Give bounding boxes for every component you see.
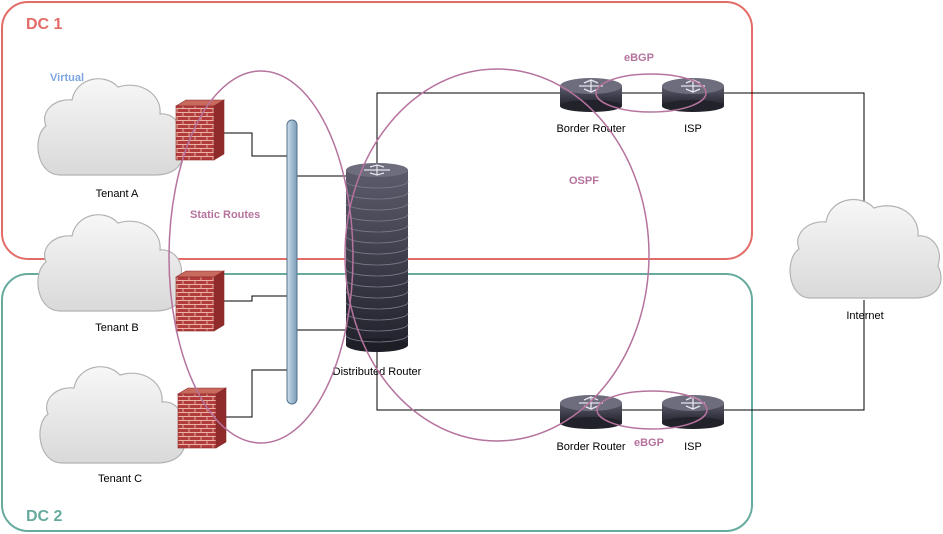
link-firewall-a-bus	[218, 132, 287, 157]
ebgp-top-label: eBGP	[624, 52, 654, 64]
virtual-switch-bus	[286, 119, 298, 405]
dc1-title: DC 1	[26, 16, 63, 33]
firewall-a	[174, 99, 226, 161]
tenant-b-label: Tenant B	[95, 322, 138, 334]
tenant-a: Tenant A	[37, 78, 184, 200]
firewall-c	[176, 387, 228, 449]
router-stack-layer	[345, 323, 409, 332]
isp-bottom: ISP	[662, 395, 724, 453]
ebgp-top-scope	[595, 73, 707, 113]
static-routes-label: Static Routes	[190, 209, 260, 221]
router-icon	[560, 78, 622, 112]
router-stack-layer	[345, 257, 409, 266]
firewall-b	[174, 270, 226, 332]
internet: Internet	[789, 199, 942, 322]
cloud-icon	[37, 78, 184, 176]
cloud-icon	[39, 366, 186, 464]
link-router-border-bottom	[376, 350, 560, 411]
ebgp-bottom-label: eBGP	[634, 437, 664, 449]
protocol-scopes	[168, 68, 708, 444]
router-icon	[662, 395, 724, 429]
internet-label: Internet	[846, 310, 883, 322]
router-stack-layer	[345, 301, 409, 310]
router-stack-layer	[345, 268, 409, 277]
virtual-label: Virtual	[50, 72, 84, 84]
router-icon	[364, 164, 390, 176]
ospf-label: OSPF	[569, 175, 599, 187]
tenant-a-label: Tenant A	[96, 188, 139, 200]
distributed-router	[345, 163, 409, 352]
cloud-icon	[789, 199, 942, 299]
isp-top: ISP	[662, 78, 724, 135]
connection-links	[218, 92, 865, 418]
router-stack-layer	[345, 246, 409, 255]
router-stack-layer	[345, 334, 409, 343]
ospf-scope	[344, 68, 650, 442]
link-isp-internet-bottom	[724, 300, 865, 411]
link-firewall-c-bus	[220, 369, 287, 418]
router-stack-base	[346, 338, 408, 352]
router-stack-layer	[345, 279, 409, 288]
router-stack-layer	[345, 191, 409, 200]
border-router-bottom-label: Border Router	[556, 441, 625, 453]
router-stack-layer	[345, 224, 409, 233]
border-router-top-label: Border Router	[556, 123, 625, 135]
static-routes-scope	[168, 70, 354, 444]
router-stack-body	[346, 170, 408, 345]
border-router-top: Border Router	[556, 78, 626, 135]
tenant-c-label: Tenant C	[98, 473, 142, 485]
distributed-router-label: Distributed Router	[333, 366, 422, 378]
tenant-c: Tenant C	[39, 366, 186, 485]
ebgp-bottom-scope	[596, 390, 708, 430]
isp-bottom-label: ISP	[684, 441, 702, 453]
router-stack-layer	[345, 235, 409, 244]
link-firewall-b-bus	[218, 295, 287, 302]
border-router-bottom: Border Router	[556, 395, 626, 453]
router-stack-layer	[345, 180, 409, 189]
router-icon	[662, 78, 724, 112]
dc2-title: DC 2	[26, 508, 63, 525]
link-isp-internet-top	[724, 92, 865, 208]
tenant-b: Tenant B	[37, 214, 184, 334]
cloud-icon	[37, 214, 184, 312]
isp-top-label: ISP	[684, 123, 702, 135]
link-router-border-top	[376, 92, 560, 163]
